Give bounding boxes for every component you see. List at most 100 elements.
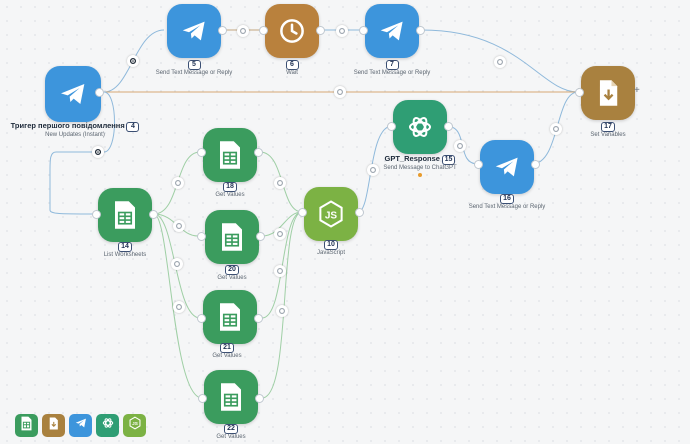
node-wait-6[interactable]: [265, 4, 319, 58]
input-handle[interactable]: [298, 208, 307, 217]
node-subtitle: Wait: [286, 70, 298, 76]
edge-14-22: [153, 213, 203, 399]
node-label-4: Тригер першого повідомлення 4 New Update…: [5, 122, 145, 140]
node-id-badge: 14: [118, 242, 132, 252]
edge-settings-gear-icon[interactable]: [274, 265, 286, 277]
output-handle[interactable]: [316, 26, 325, 35]
node-subtitle: List Worksheets: [103, 252, 147, 258]
sheets-icon: [112, 200, 138, 230]
input-handle[interactable]: [198, 394, 207, 403]
edge-settings-gear-icon[interactable]: [173, 301, 185, 313]
edge-7-17: [421, 29, 579, 93]
output-handle[interactable]: [149, 210, 158, 219]
output-handle[interactable]: [355, 208, 364, 217]
node-telegram-send-7[interactable]: [365, 4, 419, 58]
toolbar-sheets-button[interactable]: [15, 414, 38, 437]
edge-settings-gear-icon[interactable]: [550, 123, 562, 135]
node-id-badge: 16: [500, 194, 514, 204]
node-sheets-get-values-20[interactable]: [205, 210, 259, 264]
edge-settings-gear-icon[interactable]: [336, 25, 348, 37]
toolbar-telegram-button[interactable]: [69, 414, 92, 437]
node-label-6: 6 Wait: [232, 60, 352, 78]
edge-settings-gear-icon[interactable]: [92, 146, 104, 158]
node-id-badge: 22: [224, 424, 238, 434]
output-handle[interactable]: [256, 232, 265, 241]
node-subtitle: Send Text Message or Reply: [468, 204, 546, 210]
input-handle[interactable]: [197, 232, 206, 241]
node-id-badge: 21: [220, 343, 234, 353]
node-subtitle: Get Values: [216, 434, 246, 440]
input-handle[interactable]: [197, 314, 206, 323]
node-label-5: 5 Send Text Message or Reply: [134, 60, 254, 78]
node-subtitle: Send Text Message or Reply: [155, 70, 233, 76]
edge-settings-gear-icon[interactable]: [367, 164, 379, 176]
node-title: Тригер першого повідомлення: [10, 121, 125, 130]
output-handle[interactable]: [95, 88, 104, 97]
node-set-variables-17[interactable]: [581, 66, 635, 120]
node-id-badge: 20: [225, 265, 239, 275]
output-handle[interactable]: [218, 26, 227, 35]
js-icon: JS: [316, 199, 346, 229]
input-handle[interactable]: [575, 88, 584, 97]
input-handle[interactable]: [387, 122, 396, 131]
node-telegram-send-16[interactable]: [480, 140, 534, 194]
add-node-plus-icon[interactable]: +: [634, 85, 640, 96]
toolbar-openai-button[interactable]: [96, 414, 119, 437]
node-subtitle: Get Values: [217, 275, 247, 281]
node-sheets-get-values-22[interactable]: [204, 370, 258, 424]
edge-settings-gear-icon[interactable]: [274, 177, 286, 189]
node-label-18: 18 Get Values: [170, 182, 290, 200]
output-handle[interactable]: [254, 148, 263, 157]
sheets-icon: [219, 222, 245, 252]
output-handle[interactable]: [416, 26, 425, 35]
input-handle[interactable]: [359, 26, 368, 35]
output-handle[interactable]: [531, 160, 540, 169]
edge-settings-gear-icon[interactable]: [171, 258, 183, 270]
output-handle[interactable]: [255, 394, 264, 403]
node-id-badge: 6: [285, 60, 299, 70]
node-telegram-trigger-4[interactable]: [45, 66, 101, 122]
js-icon: JS: [128, 416, 142, 435]
input-handle[interactable]: [197, 148, 206, 157]
sheets-icon: [20, 416, 33, 436]
telegram-icon: [74, 416, 88, 435]
edge-settings-gear-icon[interactable]: [276, 305, 288, 317]
node-subtitle: Get Values: [215, 192, 245, 198]
edge-settings-gear-icon[interactable]: [172, 177, 184, 189]
node-id-badge: 15: [441, 155, 456, 165]
download-file-icon: [594, 78, 622, 108]
input-handle[interactable]: [92, 210, 101, 219]
node-javascript-10[interactable]: JS: [304, 187, 358, 241]
node-sheets-get-values-21[interactable]: [203, 290, 257, 344]
app-toolbar: JS: [15, 414, 146, 437]
toolbar-set-variables-button[interactable]: [42, 414, 65, 437]
edge-settings-gear-icon[interactable]: [454, 140, 466, 152]
node-subtitle: Send Text Message or Reply: [353, 70, 431, 76]
edge-settings-gear-icon[interactable]: [334, 86, 346, 98]
node-openai-gpt-15[interactable]: [393, 100, 447, 154]
clock-icon: [277, 16, 307, 46]
node-id-badge: 5: [187, 60, 201, 70]
output-handle[interactable]: [444, 122, 453, 131]
edge-settings-gear-icon[interactable]: [237, 25, 249, 37]
telegram-icon: [179, 16, 209, 46]
output-handle[interactable]: [254, 314, 263, 323]
node-sheets-get-values-18[interactable]: [203, 128, 257, 182]
node-telegram-send-5[interactable]: [167, 4, 221, 58]
telegram-icon: [377, 16, 407, 46]
node-title: GPT_Response: [384, 154, 440, 163]
input-handle[interactable]: [474, 160, 483, 169]
node-sheets-list-worksheets-14[interactable]: [98, 188, 152, 242]
edge-settings-gear-icon[interactable]: [173, 220, 185, 232]
toolbar-javascript-button[interactable]: JS: [123, 414, 146, 437]
telegram-icon: [57, 78, 89, 110]
edge-settings-gear-icon[interactable]: [274, 228, 286, 240]
node-label-16: 16 Send Text Message or Reply: [447, 194, 567, 212]
input-handle[interactable]: [259, 26, 268, 35]
sheets-icon: [218, 382, 244, 412]
node-subtitle: New Updates (Instant): [45, 132, 105, 138]
edge-settings-gear-icon[interactable]: [127, 55, 139, 67]
node-subtitle: JavaScript: [316, 250, 345, 256]
svg-text:JS: JS: [132, 421, 138, 426]
edge-settings-gear-icon[interactable]: [494, 56, 506, 68]
